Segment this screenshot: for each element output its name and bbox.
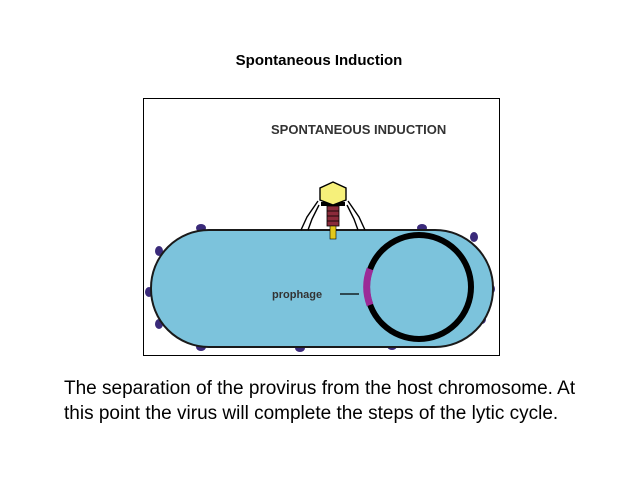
diagram-canvas: prophage SPONTANEOUS INDUCTION [145, 122, 495, 352]
prophage-segment [363, 267, 374, 307]
bacteriophage [300, 181, 366, 240]
prophage-label: prophage [272, 289, 322, 301]
bacterial-cell [150, 229, 494, 348]
slide-caption: The separation of the provirus from the … [64, 378, 576, 424]
phage-tail-fibers [300, 200, 366, 231]
phage-head [319, 181, 347, 206]
slide-title: Spontaneous Induction [235, 52, 403, 69]
figure-heading: SPONTANEOUS INDUCTION [271, 122, 446, 137]
diagram-figure: prophage SPONTANEOUS INDUCTION [143, 98, 500, 356]
phage-tail-rings [327, 210, 339, 222]
phage-tail-tube [329, 225, 337, 240]
